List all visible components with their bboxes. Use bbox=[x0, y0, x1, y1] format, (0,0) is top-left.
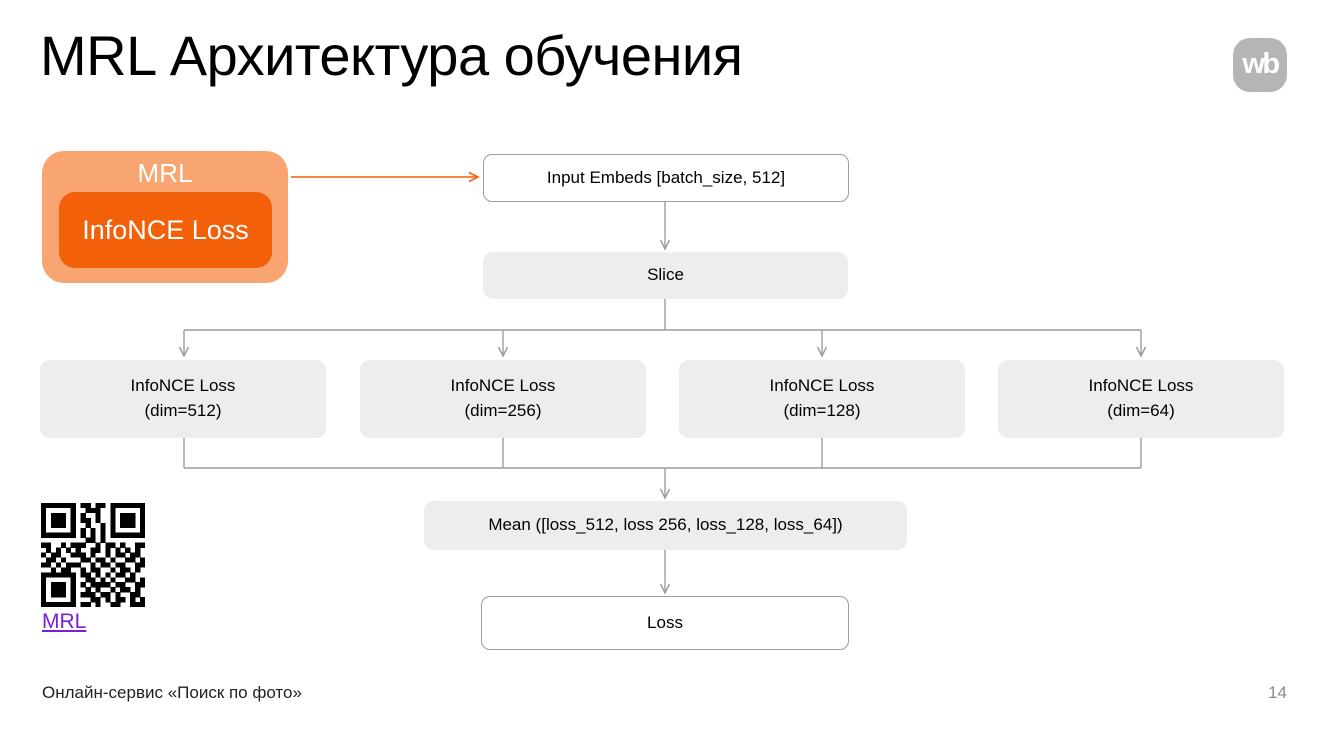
qr-code bbox=[41, 503, 146, 608]
mrl-infonce-label: InfoNCE Loss bbox=[82, 214, 249, 245]
arrowhead-right-icon bbox=[468, 171, 480, 183]
branch-label: InfoNCE Loss bbox=[1088, 376, 1194, 396]
arrowhead-down-icon bbox=[659, 239, 671, 251]
mrl-to-input-arrow bbox=[291, 171, 480, 183]
wb-logo-icon: wb bbox=[1233, 38, 1287, 92]
node-mean: Mean ([loss_512, loss 256, loss_128, los… bbox=[424, 501, 907, 550]
node-infonce-dim512: InfoNCE Loss (dim=512) bbox=[40, 360, 326, 438]
node-infonce-dim256: InfoNCE Loss (dim=256) bbox=[360, 360, 646, 438]
footer-service-label: Онлайн-сервис «Поиск по фото» bbox=[42, 683, 302, 702]
mrl-infonce-box: InfoNCE Loss bbox=[59, 192, 272, 268]
page-number: 14 bbox=[1268, 683, 1287, 702]
mrl-group-box: MRL InfoNCE Loss bbox=[42, 151, 288, 283]
gray-flow-lines bbox=[178, 202, 1147, 595]
node-loss: Loss bbox=[481, 596, 849, 650]
node-input-embeds: Input Embeds [batch_size, 512] bbox=[483, 154, 849, 202]
node-infonce-dim64: InfoNCE Loss (dim=64) bbox=[998, 360, 1284, 438]
mrl-link[interactable]: MRL bbox=[42, 610, 87, 633]
arrowhead-down-icon bbox=[497, 346, 509, 358]
arrowhead-down-icon bbox=[178, 346, 190, 358]
branch-dim: (dim=64) bbox=[1107, 401, 1175, 420]
mrl-group-label: MRL bbox=[137, 158, 193, 188]
branch-dim: (dim=128) bbox=[783, 401, 861, 420]
arrowhead-down-icon bbox=[816, 346, 828, 358]
branch-label: InfoNCE Loss bbox=[769, 376, 875, 396]
arrowhead-down-icon bbox=[659, 488, 671, 500]
arrowhead-down-icon bbox=[659, 583, 671, 595]
branch-dim: (dim=512) bbox=[144, 401, 222, 420]
branch-label: InfoNCE Loss bbox=[450, 376, 556, 396]
wb-logo-text: wb bbox=[1242, 47, 1280, 80]
page-title: MRL Архитектура обучения bbox=[40, 24, 743, 87]
node-slice: Slice bbox=[483, 252, 848, 299]
node-infonce-dim128: InfoNCE Loss (dim=128) bbox=[679, 360, 965, 438]
arrowhead-down-icon bbox=[1135, 346, 1147, 358]
branch-dim: (dim=256) bbox=[464, 401, 542, 420]
branch-label: InfoNCE Loss bbox=[130, 376, 236, 396]
